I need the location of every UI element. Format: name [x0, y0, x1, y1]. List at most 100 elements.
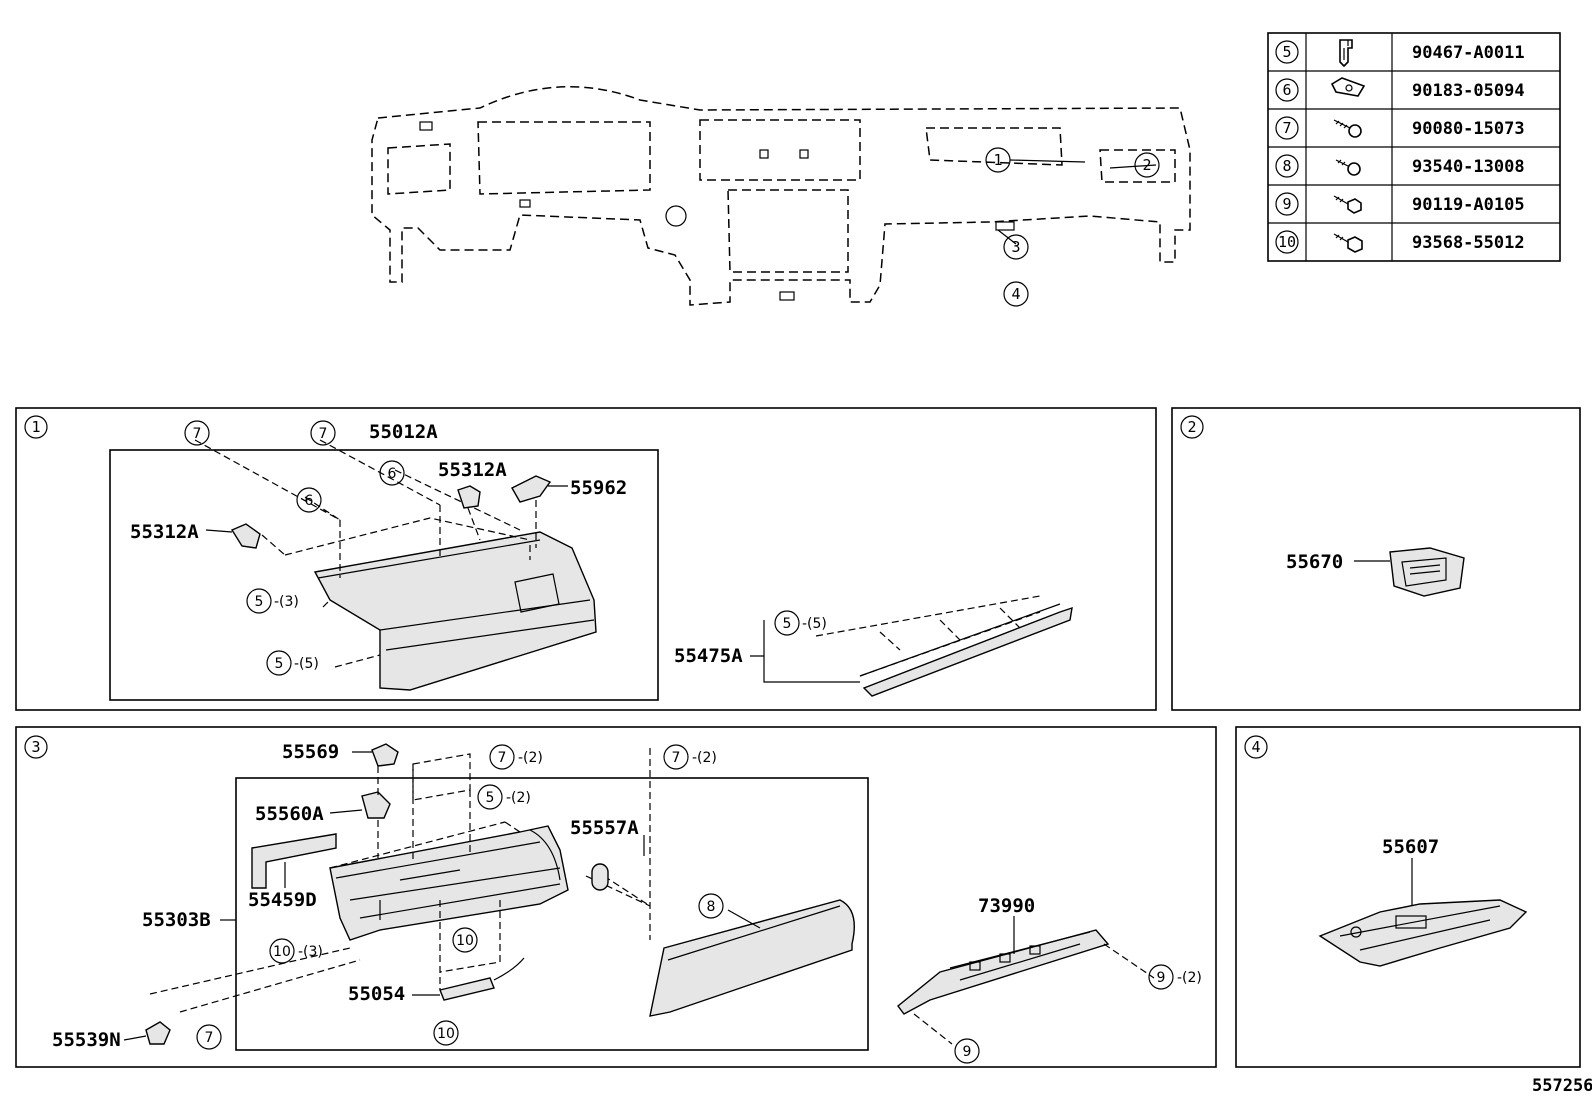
callout: 7 — [184, 420, 210, 446]
overview-callout: 1 — [985, 147, 1011, 173]
svg-text:-(2): -(2) — [1177, 970, 1202, 986]
part-label: 55569 — [282, 741, 339, 763]
part-label: 55012A — [369, 421, 438, 443]
svg-text:7: 7 — [193, 426, 202, 442]
part-label: 55607 — [1382, 836, 1439, 858]
cover-part — [1318, 899, 1528, 967]
table-part-number: 93540-13008 — [1412, 157, 1525, 177]
table-row: 5 90467-A0011 — [1275, 39, 1525, 68]
callout: 7 — [196, 1024, 222, 1050]
svg-text:9: 9 — [963, 1044, 972, 1060]
table-row: 9 90119-A0105 — [1275, 192, 1525, 216]
detail-panel-4: 4 55607 — [1235, 726, 1581, 1068]
clip-part — [371, 743, 399, 767]
svg-text:2: 2 — [1142, 156, 1151, 174]
part-label: 55560A — [255, 803, 324, 825]
callout: 6 — [296, 487, 322, 513]
svg-text:7: 7 — [498, 750, 507, 766]
housing-shape — [329, 825, 569, 941]
callout: 6 — [379, 460, 405, 486]
callout: 5 -(3) — [246, 588, 299, 614]
svg-text:10: 10 — [437, 1026, 455, 1042]
table-part-number: 90467-A0011 — [1412, 43, 1525, 63]
table-ref-label: 10 — [1278, 233, 1296, 251]
svg-text:9: 9 — [1157, 970, 1166, 986]
part-label: 55054 — [348, 983, 405, 1005]
part-label: 55539N — [52, 1029, 121, 1051]
table-row: 6 90183-05094 — [1275, 77, 1525, 102]
svg-text:5: 5 — [275, 656, 284, 672]
damper-part — [591, 863, 609, 891]
illustration-number: 557256 — [1532, 1076, 1592, 1096]
callout: 8 — [698, 893, 724, 919]
detail-panel-1: 1 — [15, 407, 1157, 711]
overview-callout: 2 — [1134, 152, 1160, 178]
bolt-icon — [1333, 233, 1363, 253]
clip-part — [361, 791, 391, 819]
table-ref-label: 9 — [1282, 195, 1291, 213]
part-label: 55475A — [674, 645, 743, 667]
part-label: 55312A — [438, 459, 507, 481]
svg-text:-(2): -(2) — [692, 750, 717, 766]
table-part-number: 90183-05094 — [1412, 81, 1525, 101]
screw-icon — [1333, 119, 1362, 138]
svg-text:4: 4 — [1011, 285, 1020, 303]
svg-text:10: 10 — [273, 944, 291, 960]
clip-icon — [1339, 39, 1353, 68]
clip-part — [457, 485, 481, 509]
callout: 10 — [452, 927, 478, 953]
svg-text:5: 5 — [486, 790, 495, 806]
callout: 9 — [954, 1038, 980, 1064]
table-ref-label: 5 — [1282, 43, 1291, 61]
callout: 5-(2) — [477, 784, 531, 810]
overview-callout: 4 — [1003, 281, 1029, 307]
svg-text:7: 7 — [205, 1030, 214, 1046]
callout: 5-(5) — [266, 650, 319, 676]
table-part-number: 93568-55012 — [1412, 233, 1525, 253]
part-label: 55962 — [570, 477, 627, 499]
svg-text:1: 1 — [993, 151, 1002, 169]
svg-text:7: 7 — [319, 426, 328, 442]
svg-text:3: 3 — [1011, 238, 1020, 256]
table-ref-label: 6 — [1282, 81, 1291, 99]
nut-clip-icon — [1330, 77, 1366, 97]
svg-text:-(3): -(3) — [298, 944, 323, 960]
instrument-panel-overview: 1 2 3 4 — [371, 86, 1191, 307]
panel-upper-shape — [313, 531, 597, 691]
cable-part — [439, 957, 525, 1001]
bracket-part — [251, 833, 337, 889]
table-row: 10 93568-55012 — [1275, 230, 1525, 254]
detail-panel-3: 3 — [15, 726, 1217, 1068]
clip-part — [230, 523, 261, 549]
svg-text:5: 5 — [255, 594, 264, 610]
part-label: 55670 — [1286, 551, 1343, 573]
svg-text:6: 6 — [305, 493, 314, 509]
panel-number: 3 — [31, 738, 40, 756]
part-label: 55312A — [130, 521, 199, 543]
svg-text:5: 5 — [783, 616, 792, 632]
table-row: 7 90080-15073 — [1275, 116, 1525, 140]
door-shape — [649, 899, 855, 1017]
callout: 7-(2) — [663, 744, 717, 770]
table-ref-label: 7 — [1282, 119, 1291, 137]
table-part-number: 90080-15073 — [1412, 119, 1525, 139]
svg-text:-(2): -(2) — [518, 750, 543, 766]
callout: 10 — [433, 1020, 459, 1046]
bolt-icon — [1333, 195, 1362, 214]
panel-number: 4 — [1251, 738, 1260, 756]
svg-text:6: 6 — [388, 466, 397, 482]
svg-text:-(3): -(3) — [274, 594, 299, 610]
callout: 7 — [310, 420, 336, 446]
panel-number: 2 — [1187, 418, 1196, 436]
clip-part — [511, 475, 552, 503]
callout: 5 -(5) — [774, 610, 827, 636]
svg-text:-(5): -(5) — [802, 616, 827, 632]
part-label: 55459D — [248, 889, 317, 911]
part-label: 55303B — [142, 909, 211, 931]
callout: 7 -(2) — [489, 744, 543, 770]
detail-panel-2: 2 55670 — [1171, 407, 1581, 711]
vent-part — [1389, 547, 1465, 597]
screw-icon — [1335, 159, 1361, 176]
part-label: 55557A — [570, 817, 639, 839]
